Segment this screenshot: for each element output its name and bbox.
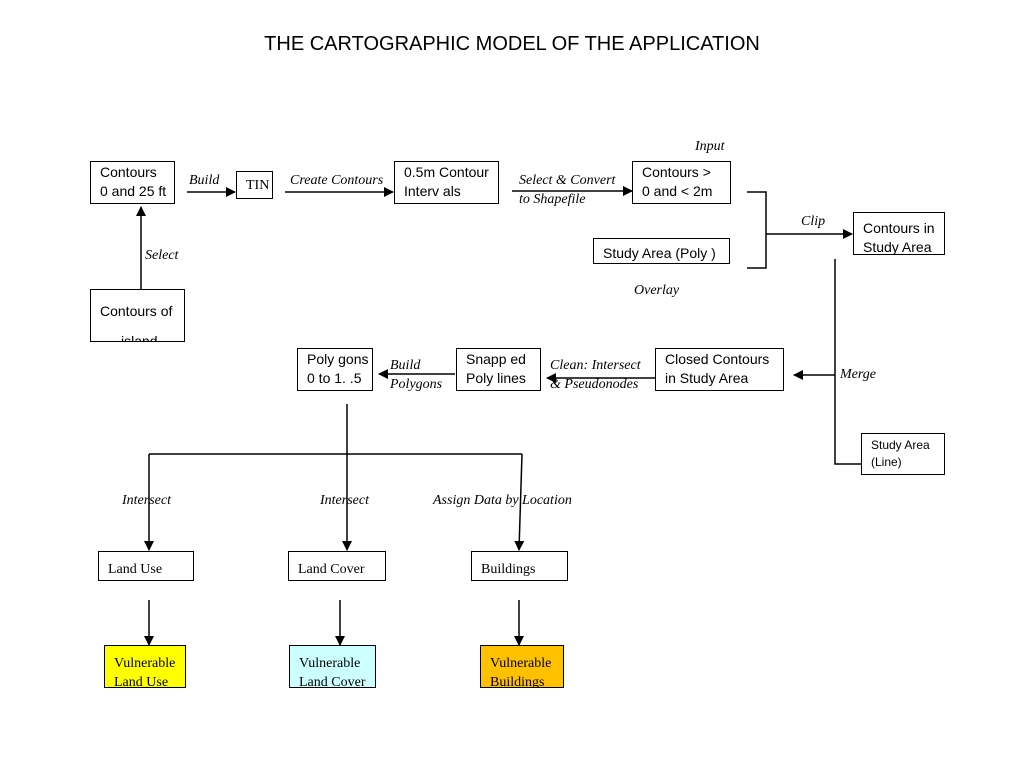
label-intersect-land-cover: Intersect	[320, 493, 369, 508]
node-vuln-land-use: Vulnerable Land Use	[104, 645, 186, 688]
merge-bracket	[834, 259, 864, 465]
node-contours-0-25: Contours 0 and 25 ft	[90, 161, 175, 204]
node-land-cover: Land Cover	[288, 551, 386, 581]
node-vuln-land-cover: Vulnerable Land Cover	[289, 645, 376, 688]
node-contours-0-2: Contours > 0 and < 2m	[632, 161, 731, 204]
label-create-contours: Create Contours	[290, 173, 384, 188]
node-closed-contours: Closed Contours in Study Area	[655, 348, 784, 391]
label-input: Input	[695, 139, 725, 154]
label-overlay: Overlay	[634, 283, 680, 298]
diagram-title: THE CARTOGRAPHIC MODEL OF THE APPLICATIO…	[264, 33, 760, 55]
label-assign-data: Assign Data by Location	[433, 493, 572, 508]
node-snapped-polylines: Snapp ed Poly lines	[456, 348, 541, 391]
label-select: Select	[145, 248, 179, 263]
node-contour-intervals: 0.5m Contour Interv als	[394, 161, 499, 204]
node-contours-in-study: Contours in Study Area	[853, 212, 945, 255]
node-polygons: Poly gons 0 to 1. .5	[297, 348, 373, 391]
label-intersect-land-use: Intersect	[122, 493, 171, 508]
node-study-area-poly: Study Area (Poly )	[593, 238, 730, 264]
node-study-area-line: Study Area (Line)	[861, 433, 945, 475]
label-clean: Clean: Intersect & Pseudonodes	[550, 358, 641, 392]
node-vuln-buildings: Vulnerable Buildings	[480, 645, 564, 688]
node-tin: TIN	[236, 171, 273, 199]
label-merge: Merge	[840, 367, 877, 382]
label-select-convert: Select & Convert to Shapefile	[519, 173, 616, 207]
label-build-polygons: Build Polygons	[390, 358, 443, 392]
label-clip: Clip	[801, 214, 826, 229]
node-land-use: Land Use	[98, 551, 194, 581]
node-contours-island: Contours of island	[90, 289, 185, 342]
label-build: Build	[189, 173, 220, 188]
clip-bracket	[747, 191, 767, 269]
arrow-to-buildings	[514, 453, 525, 551]
node-buildings: Buildings	[471, 551, 568, 581]
